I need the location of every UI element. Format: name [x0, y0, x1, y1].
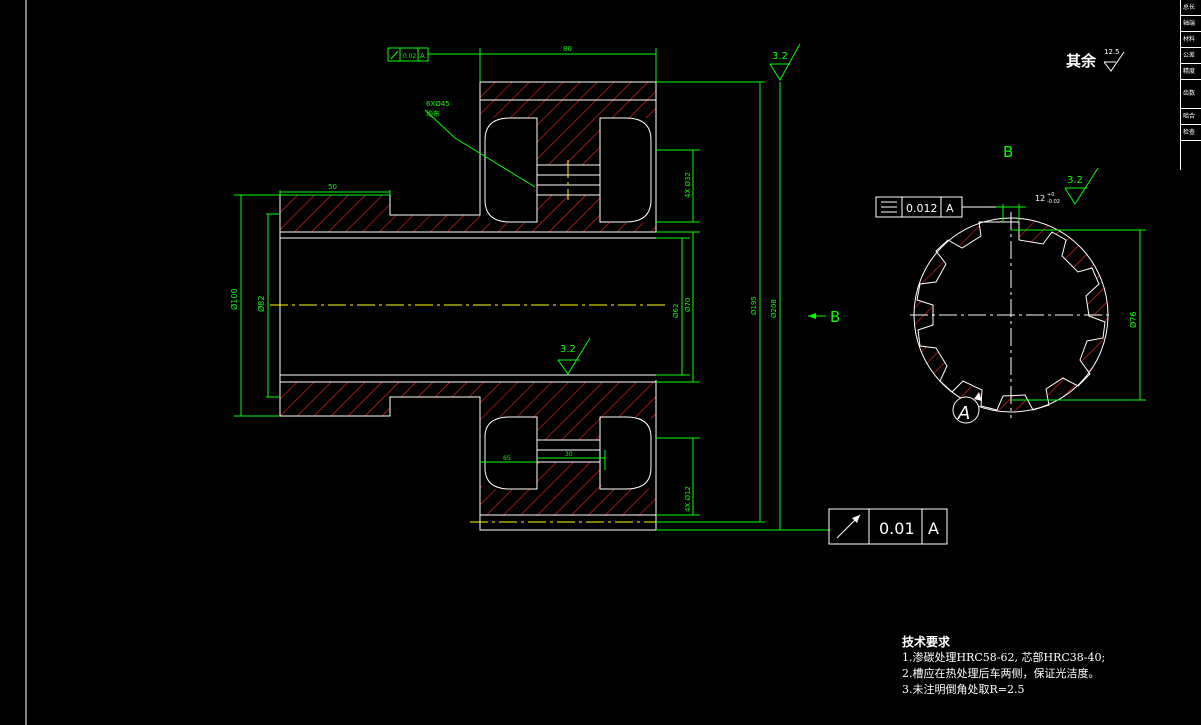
datum-a-label: A — [957, 403, 970, 424]
title-block-row: 检查 — [1181, 125, 1201, 141]
view-b: B 0.012 A 12 +0 -0.02 Ø76 — [875, 143, 1146, 424]
section-view — [270, 81, 666, 531]
dim-dia-70: Ø70 — [684, 298, 692, 312]
title-block: 总长 轴端 材料 公差 精度 齿数 啮合 检查 — [1180, 0, 1201, 170]
dim-hole-offset-65: 65 — [503, 455, 511, 462]
centerlines — [270, 160, 666, 523]
tol-small-datum: A — [420, 52, 425, 60]
callout-holes-text: 6XØ45 — [426, 100, 450, 108]
dim-width-80: 80 — [563, 45, 572, 53]
title-block-row: 齿数 — [1181, 80, 1201, 109]
callout-holes-note: 均布 — [426, 109, 440, 118]
title-block-row: 公差 — [1181, 48, 1201, 64]
spline-dia-76: Ø76 — [1128, 312, 1138, 328]
spline-width: 12 — [1035, 194, 1045, 203]
dim-dia-195: Ø195 — [750, 296, 758, 315]
tech-req-item: 2.槽应在热处理后车两侧，保证光洁度。 — [902, 667, 1100, 680]
tech-req-item: 3.未注明倒角处取R=2.5 — [902, 683, 1025, 696]
roughness-symbols — [557, 43, 1099, 375]
dim-dia-62: Ø62 — [672, 304, 680, 318]
roughness-spline-value: 3.2 — [1067, 175, 1083, 186]
dim-dia-82: Ø82 — [256, 296, 266, 312]
title-block-row: 精度 — [1181, 64, 1201, 80]
section-arrow-label: B — [830, 308, 840, 326]
spline-tol-lower: -0.02 — [1047, 199, 1060, 205]
section-arrow-b: B — [808, 308, 840, 326]
spline-tol-upper: +0 — [1047, 192, 1054, 198]
dim-holes-4x12: 4X Ø12 — [684, 486, 692, 512]
tol-symmetry-value: 0.012 — [906, 202, 938, 215]
tolerance-frame-large: 0.01 A — [828, 508, 948, 545]
tech-req-item: 1.渗碳处理HRC58-62, 芯部HRC38-40; — [902, 651, 1106, 664]
view-b-title: B — [1003, 143, 1013, 161]
part-outline — [279, 81, 657, 531]
datum-a-circle — [952, 396, 980, 424]
dim-hole-width-30: 30 — [565, 451, 573, 458]
tol-small-value: 0.02 — [403, 53, 417, 60]
dimension-lines — [234, 48, 830, 531]
rest-label: 其余 — [1066, 52, 1097, 70]
roughness-bore-value: 3.2 — [560, 344, 576, 355]
title-block-row: 材料 — [1181, 32, 1201, 48]
tol-large-value: 0.01 — [879, 519, 915, 538]
title-block-row: 轴端 — [1181, 16, 1201, 32]
tolerance-frame-small: 0.02 A — [387, 47, 480, 62]
title-block-row: 总长 — [1181, 0, 1201, 16]
tech-req-title: 技术要求 — [902, 635, 951, 649]
rest-value: 12.5 — [1104, 48, 1120, 56]
tol-symmetry-datum: A — [946, 202, 954, 215]
dim-dia-208: Ø208 — [770, 299, 778, 318]
dim-width-50: 50 — [328, 183, 337, 191]
rest-roughness-note: 其余 12.5 — [1066, 48, 1125, 72]
technical-requirements: 技术要求 1.渗碳处理HRC58-62, 芯部HRC38-40; 2.槽应在热处… — [902, 634, 1105, 698]
dim-holes-4x32: 4X Ø32 — [684, 172, 692, 198]
roughness-top-value: 3.2 — [772, 51, 788, 62]
title-block-row: 啮合 — [1181, 109, 1201, 125]
tol-large-datum: A — [928, 519, 939, 538]
dim-dia-100: Ø100 — [229, 288, 239, 310]
